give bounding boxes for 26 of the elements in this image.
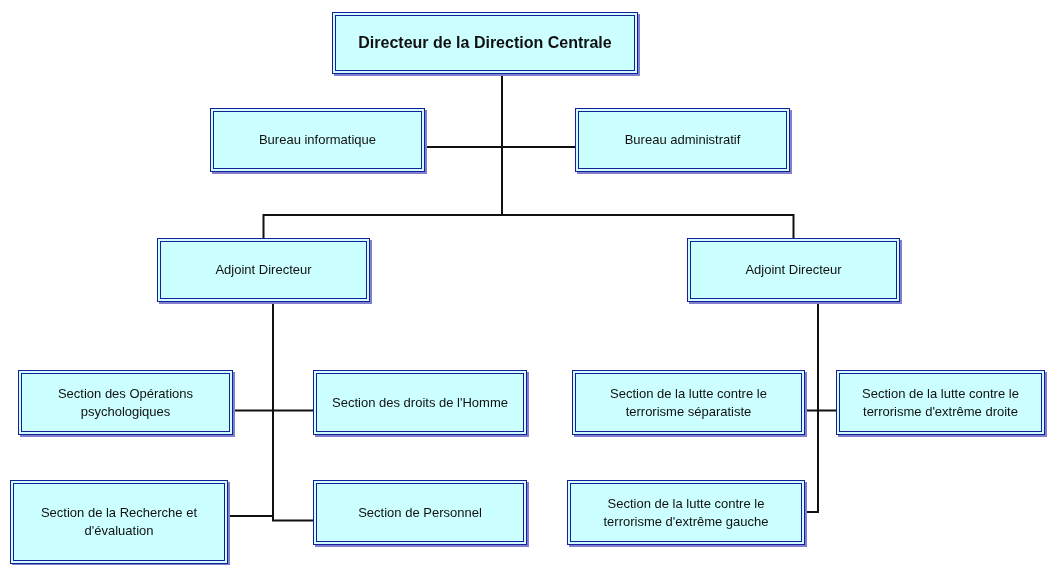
org-box	[18, 370, 233, 435]
org-box	[210, 108, 425, 172]
unit-title: Bureau informatique	[258, 131, 377, 149]
org-box	[313, 480, 527, 545]
org-box	[332, 12, 638, 74]
unit-title: Section de la lutte contre le terrorisme d'extrême droite	[861, 384, 1020, 421]
org-box	[10, 480, 228, 564]
org-box	[687, 238, 900, 302]
unit-title: Section de la lutte contre le terrorisme séparatiste	[609, 384, 768, 421]
unit-title: Section de la Recherche et d'évaluation	[39, 504, 199, 540]
org-box	[157, 238, 370, 302]
unit-title: Section de Personnel	[358, 503, 482, 522]
org-box	[313, 370, 527, 435]
unit-title: Section de la lutte contre le terrorisme d'extrême gauche	[602, 494, 770, 531]
org-box	[572, 370, 805, 435]
unit-title: Section des Opérations psychologiques	[56, 384, 195, 421]
org-box	[836, 370, 1045, 435]
connector-line	[272, 301, 314, 522]
unit-title: Section des droits de l'Homme	[332, 393, 508, 412]
unit-title: Adjoint Directeur	[745, 261, 842, 279]
unit-title: Adjoint Directeur	[215, 261, 312, 279]
org-box	[575, 108, 790, 172]
connector-line	[804, 301, 819, 513]
unit-title: Directeur de la Direction Centrale	[358, 33, 612, 54]
org-box	[567, 480, 805, 545]
unit-title: Bureau administratif	[624, 131, 741, 149]
